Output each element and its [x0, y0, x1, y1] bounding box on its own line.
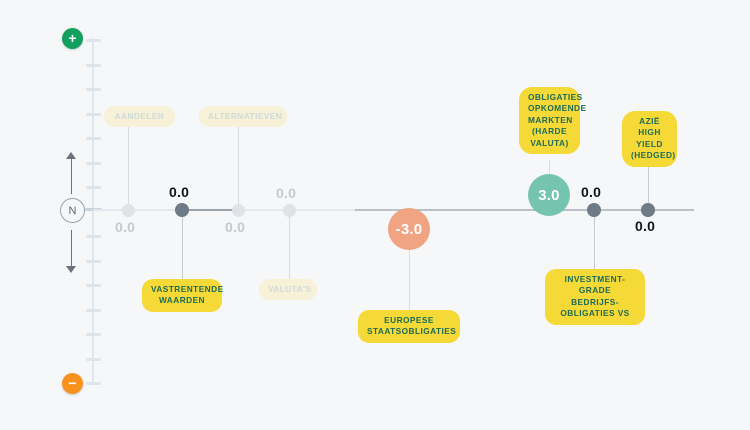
label-obligaties-em-line4: (HARDE — [532, 126, 567, 137]
arrow-down-stem — [71, 230, 73, 266]
vertical-axis-tick — [86, 186, 101, 189]
label-alternatieven[interactable]: ALTERNATIEVEN — [199, 106, 287, 128]
label-europese-line1: EUROPESE — [384, 315, 434, 325]
vertical-axis-tick — [86, 64, 101, 67]
connector-alternatieven — [238, 126, 240, 210]
label-investment-grade[interactable]: INVESTMENT- GRADE BEDRIJFS- OBLIGATIES V… — [545, 269, 645, 325]
connector-azie — [648, 158, 650, 210]
minus-icon[interactable]: − — [62, 373, 83, 394]
vertical-axis-tick — [86, 358, 101, 361]
vertical-axis-line — [92, 38, 94, 384]
label-azie-line3: (HEDGED) — [631, 150, 676, 161]
vertical-axis-tick — [86, 39, 101, 42]
arrow-up-stem — [71, 158, 73, 194]
vertical-axis-tick — [86, 333, 101, 336]
point-valutas[interactable] — [283, 203, 296, 217]
label-aandelen[interactable]: AANDELEN — [104, 106, 175, 128]
vertical-axis-tick — [86, 113, 101, 116]
value-valutas: 0.0 — [276, 185, 297, 201]
horizontal-axis-right-segment — [355, 209, 694, 211]
label-aandelen-line1: AANDELEN — [114, 111, 165, 121]
point-alternatieven[interactable] — [232, 203, 245, 217]
label-obligaties-em-line5: VALUTA) — [530, 137, 569, 148]
label-azie[interactable]: AZIË HIGH YIELD (HEDGED) — [622, 111, 677, 167]
label-europese-line2: STAATSOBLIGATIES — [367, 326, 457, 337]
label-alternatieven-line1: ALTERNATIEVEN — [208, 111, 283, 121]
label-valutas-line1: VALUTA'S — [268, 284, 312, 294]
point-azie[interactable] — [641, 203, 655, 217]
label-investment-grade-line2: GRADE BEDRIJFS- — [571, 285, 619, 307]
connector-obligaties-em — [549, 160, 551, 180]
plus-icon-glyph: + — [68, 29, 77, 46]
point-aandelen[interactable] — [122, 203, 135, 217]
vertical-axis-tick — [86, 235, 101, 238]
vertical-axis-tick — [86, 284, 101, 287]
label-vastrentende-line1: VASTRENTENDE — [151, 284, 224, 294]
value-alternatieven: 0.0 — [225, 219, 246, 235]
label-obligaties-em-line2: OPKOMENDE — [528, 103, 587, 114]
point-obligaties-em[interactable]: 3.0 — [528, 174, 570, 216]
neutral-marker-label: N — [68, 204, 77, 217]
vertical-axis-tick — [86, 260, 101, 263]
label-obligaties-em-line1: OBLIGATIES — [528, 92, 583, 102]
connector-aandelen — [128, 126, 130, 210]
label-investment-grade-line3: OBLIGATIES VS — [560, 308, 630, 319]
value-aandelen: 0.0 — [115, 219, 136, 235]
value-vastrentende: 0.0 — [169, 184, 190, 200]
minus-icon-glyph: − — [68, 374, 77, 391]
arrow-up-icon — [66, 152, 76, 159]
label-investment-grade-line1: INVESTMENT- — [564, 274, 626, 284]
label-obligaties-em-line3: MARKTEN — [528, 114, 573, 125]
label-vastrentende[interactable]: VASTRENTENDE WAARDEN — [142, 279, 224, 312]
vertical-axis-tick — [86, 162, 101, 165]
value-investment-grade: 0.0 — [581, 184, 602, 200]
arrow-down-icon — [66, 266, 76, 273]
neutral-marker: N — [60, 198, 85, 223]
connector-europese — [409, 248, 411, 313]
label-azie-line2: YIELD — [636, 138, 663, 149]
label-azie-line1: AZIË HIGH — [638, 116, 661, 138]
label-valutas[interactable]: VALUTA'S — [259, 279, 317, 301]
connector-investment-grade — [594, 210, 596, 272]
connector-vastrentende — [182, 210, 184, 282]
point-investment-grade[interactable] — [587, 203, 601, 217]
label-vastrentende-line2: WAARDEN — [158, 295, 206, 306]
connector-valutas — [289, 210, 291, 282]
vertical-axis-tick — [86, 137, 101, 140]
label-europese[interactable]: EUROPESE STAATSOBLIGATIES — [358, 310, 460, 343]
vertical-axis-tick — [86, 382, 101, 385]
vertical-axis-tick — [86, 88, 101, 91]
value-azie: 0.0 — [635, 218, 656, 234]
point-europese[interactable]: -3.0 — [388, 208, 430, 250]
vertical-axis-tick — [86, 309, 101, 312]
label-obligaties-em[interactable]: OBLIGATIES OPKOMENDE MARKTEN (HARDE VALU… — [519, 87, 587, 155]
point-vastrentende[interactable] — [175, 203, 189, 217]
value-obligaties-em: 3.0 — [538, 186, 560, 204]
horizontal-axis-active-segment — [179, 208, 239, 211]
plus-icon[interactable]: + — [62, 28, 83, 49]
value-europese: -3.0 — [395, 220, 423, 238]
